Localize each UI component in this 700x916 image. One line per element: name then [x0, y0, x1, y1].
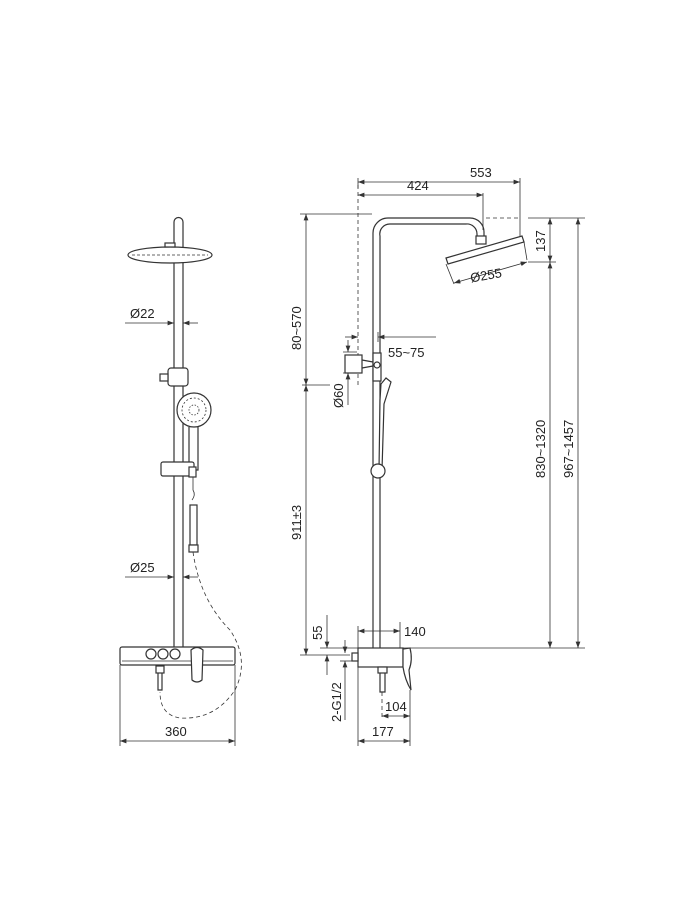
dim-104: 104 — [382, 690, 411, 746]
dim-label: 360 — [165, 724, 187, 739]
hose-upper — [191, 477, 195, 501]
dim-60: Ø60 — [331, 340, 357, 408]
thermostat-mixer — [119, 646, 236, 691]
hose-nut — [188, 544, 199, 553]
dim-pipe-25: Ø25 — [125, 560, 198, 580]
dim-label: 911±3 — [289, 505, 304, 540]
dim-label: 55~75 — [388, 345, 425, 360]
dim-label: 55 — [310, 626, 325, 640]
ext-lines-left — [300, 213, 372, 656]
dim-424: 424 — [358, 178, 484, 230]
wall-bracket — [344, 352, 382, 382]
dim-label: 424 — [407, 178, 429, 193]
hand-shower-bracket — [159, 367, 189, 387]
dim-553: 553 — [357, 165, 521, 240]
dim-label: 967~1457 — [561, 420, 576, 478]
dim-177: 177 — [357, 667, 410, 746]
side-mixer — [351, 647, 412, 720]
hose-sleeve — [189, 504, 198, 546]
dim-140: 140 — [357, 622, 426, 648]
dim-137: 137 — [533, 218, 553, 262]
dim-911: 911±3 — [289, 385, 309, 655]
hand-shower — [176, 392, 212, 471]
hose-dashed — [159, 551, 242, 719]
dim-55-75: 55~75 — [345, 332, 436, 360]
dim-label: 104 — [385, 699, 407, 714]
side-pipe — [372, 217, 485, 648]
side-hand-shower — [378, 377, 392, 471]
dim-width-360: 360 — [119, 665, 236, 746]
dim-label: 80~570 — [289, 306, 304, 350]
rain-shower-head — [127, 242, 213, 264]
dim-label: 2-G1/2 — [329, 682, 344, 722]
slider-knob — [370, 463, 386, 479]
front-pole-cap — [173, 216, 184, 240]
dim-967-1457: 967~1457 — [561, 218, 581, 648]
side-view: 553 424 Ø255 137 830~1320 967~1457 — [289, 165, 585, 746]
front-pole — [173, 240, 184, 648]
dim-label: 830~1320 — [533, 420, 548, 478]
front-view: Ø22 Ø25 — [119, 216, 242, 746]
dim-80-570: 80~570 — [289, 214, 309, 385]
dim-label: 140 — [404, 624, 426, 639]
dim-830-1320: 830~1320 — [533, 262, 553, 648]
dim-label: Ø22 — [130, 306, 155, 321]
slider-holder — [160, 461, 197, 478]
dim-label: 177 — [372, 724, 394, 739]
head-connector — [475, 235, 487, 245]
ext-lines — [400, 217, 585, 649]
dim-label: 137 — [533, 230, 548, 252]
dim-label: Ø255 — [469, 265, 503, 285]
dim-label: Ø25 — [130, 560, 155, 575]
dim-head-255: Ø255 — [445, 241, 528, 285]
dim-55: 55 — [310, 615, 358, 675]
dim-g12: 2-G1/2 — [329, 640, 352, 722]
dim-pipe-22: Ø22 — [125, 306, 198, 326]
dim-label: Ø60 — [331, 383, 346, 408]
dim-label: 553 — [470, 165, 492, 180]
